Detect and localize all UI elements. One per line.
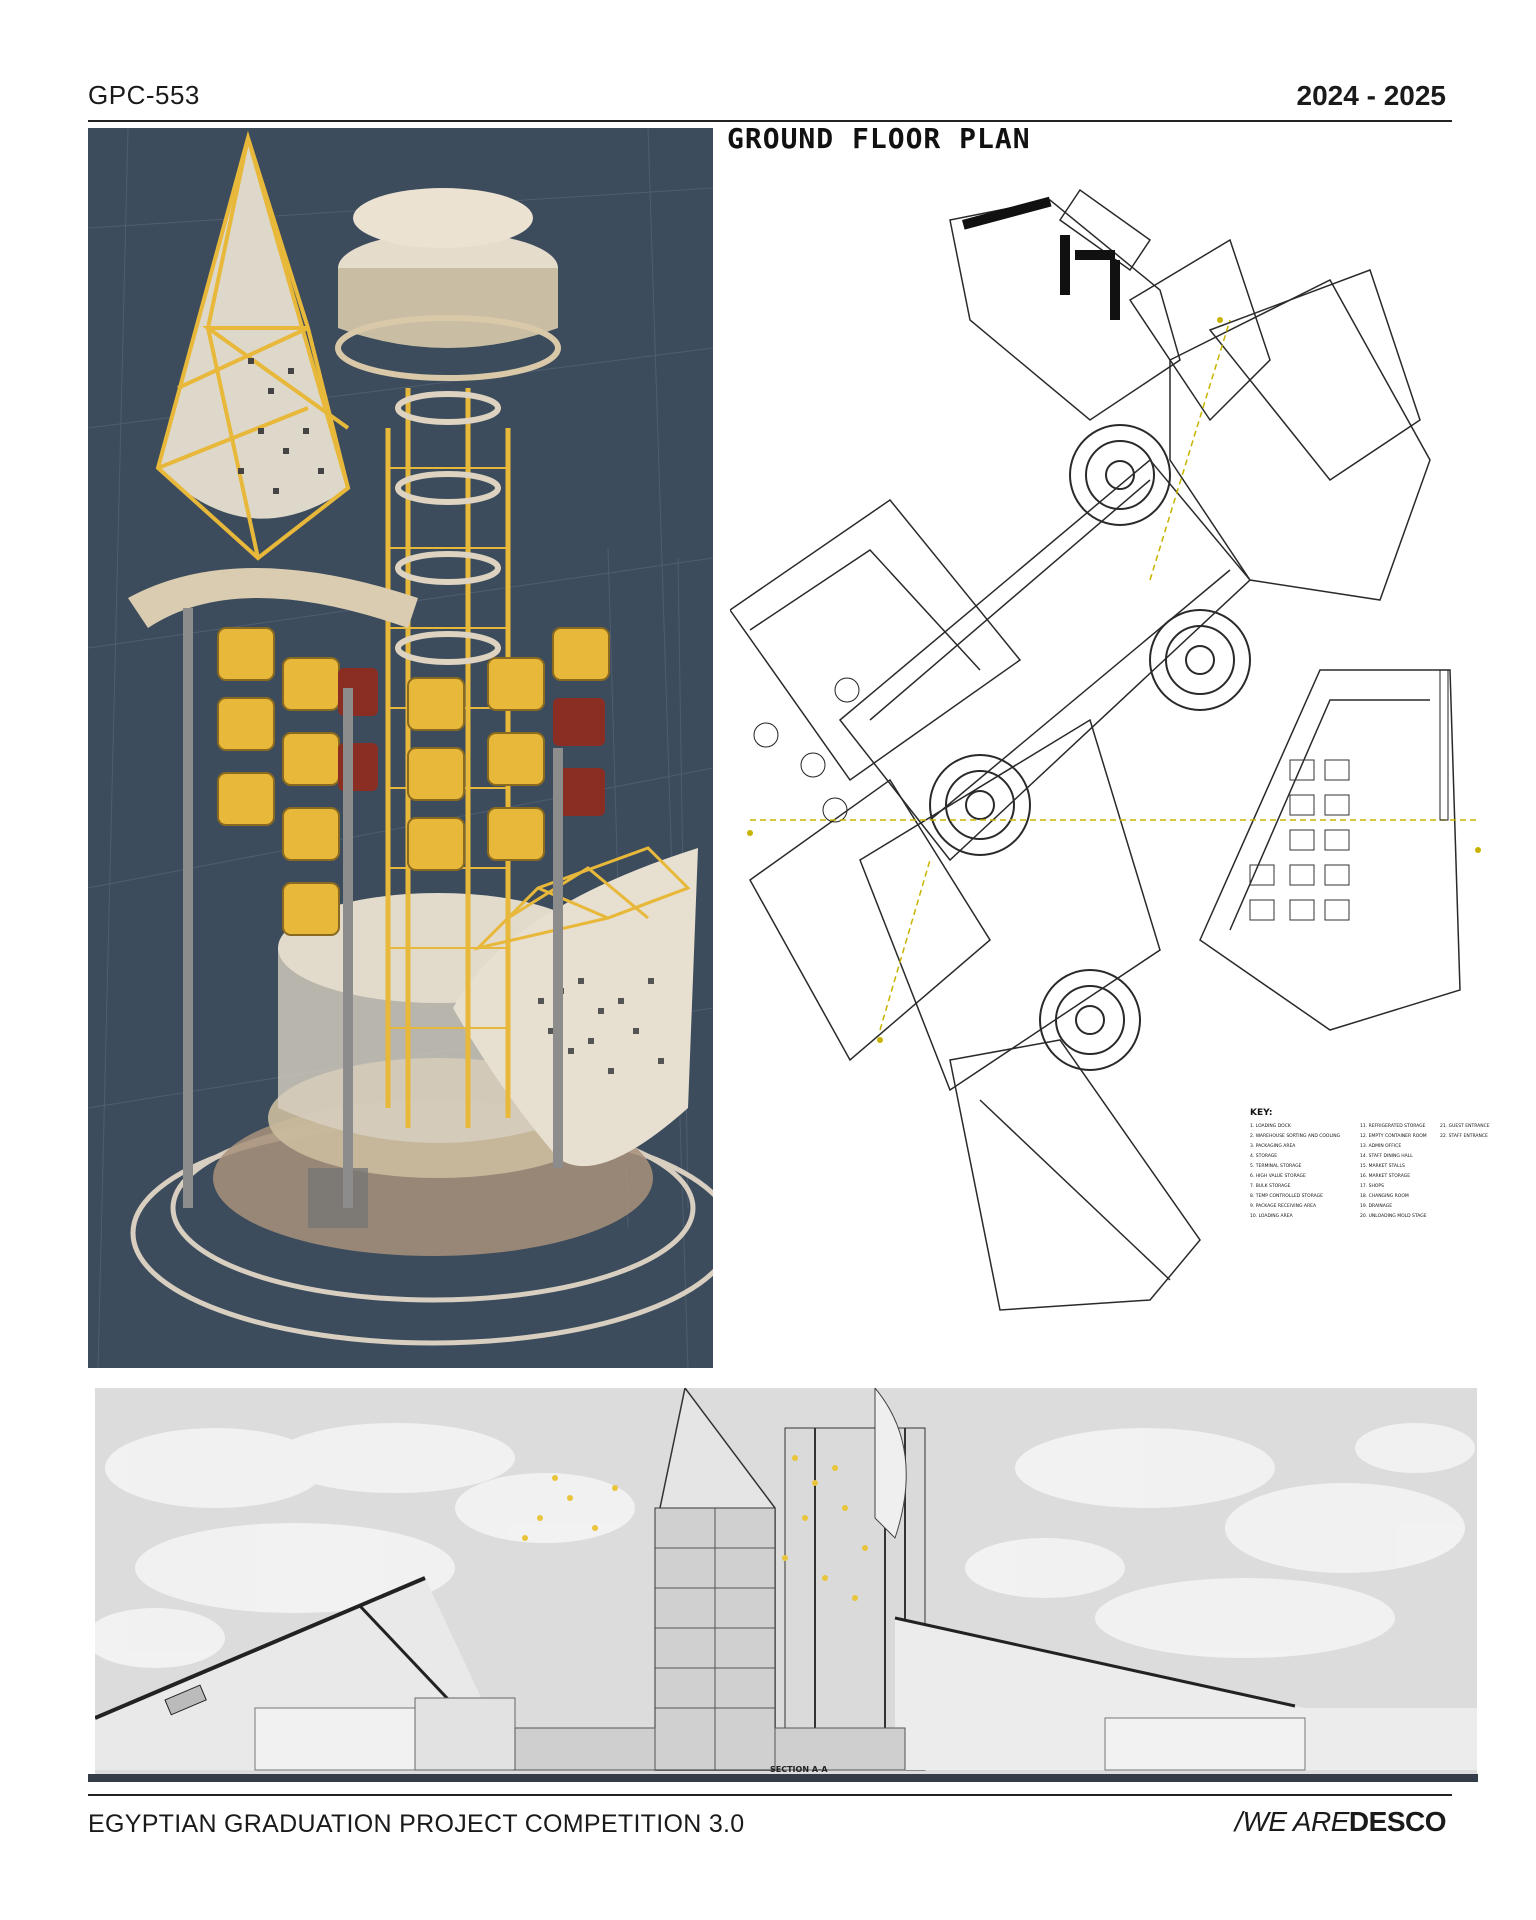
axonometric-illustration	[88, 128, 713, 1368]
brand-logo: /WE AREDESCO	[1234, 1806, 1447, 1838]
key-item: 17. SHOPS	[1360, 1184, 1384, 1189]
key-item: 18. CHANGING ROOM	[1360, 1194, 1409, 1199]
key-item: 21. GUEST ENTRANCE	[1440, 1124, 1490, 1129]
floor-plan-drawing	[728, 188, 1481, 1311]
section-illustration	[95, 1388, 1477, 1772]
plan-title: GROUND FLOOR PLAN	[727, 122, 1031, 155]
ground-floor-plan	[728, 160, 1490, 1360]
key-item: 14. STAFF DINING HALL	[1360, 1154, 1413, 1159]
header-divider	[88, 120, 1452, 122]
key-item: 10. LOADING AREA	[1250, 1214, 1293, 1219]
competition-name: EGYPTIAN GRADUATION PROJECT COMPETITION …	[88, 1810, 745, 1838]
plan-key: KEY: 1. LOADING DOCK 2. WAREHOUSE SORTIN…	[1250, 1108, 1500, 1258]
exploded-axonometric-render	[88, 128, 713, 1368]
brand-we-are: WE ARE	[1242, 1806, 1350, 1837]
footer-divider	[88, 1794, 1452, 1796]
key-column-2: 11. REFRIGERATED STORAGE 12. EMPTY CONTA…	[1360, 1124, 1427, 1224]
key-item: 8. TEMP CONTROLLED STORAGE	[1250, 1194, 1323, 1199]
project-code: GPC-553	[88, 80, 200, 110]
section-label: SECTION A-A	[770, 1765, 828, 1774]
key-item: 7. BULK STORAGE	[1250, 1184, 1291, 1189]
key-item: 15. MARKET STALLS	[1360, 1164, 1405, 1169]
key-item: 5. TERMINAL STORAGE	[1250, 1164, 1302, 1169]
key-item: 2. WAREHOUSE SORTING AND COOLING	[1250, 1134, 1341, 1139]
key-item: 13. ADMIN OFFICE	[1360, 1144, 1402, 1149]
brand-desco: DESCO	[1348, 1806, 1447, 1837]
brand-slash: /	[1234, 1806, 1243, 1837]
key-item: 9. PACKAGE RECEIVING AREA	[1250, 1204, 1317, 1209]
section-ground-line	[88, 1774, 1478, 1782]
key-item: 20. UNLOADING MOLD STAGE	[1360, 1214, 1427, 1219]
key-item: 12. EMPTY CONTAINER ROOM	[1360, 1134, 1427, 1139]
key-item: 16. MARKET STORAGE	[1360, 1174, 1411, 1179]
key-title: KEY:	[1250, 1108, 1273, 1118]
key-item: 19. DRAINAGE	[1360, 1204, 1393, 1209]
key-column-1: 1. LOADING DOCK 2. WAREHOUSE SORTING AND…	[1250, 1124, 1340, 1224]
key-item: 3. PACKAGING AREA	[1250, 1144, 1296, 1149]
key-item: 22. STAFF ENTRANCE	[1440, 1134, 1488, 1139]
key-item: 6. HIGH VALUE STORAGE	[1250, 1174, 1306, 1179]
key-column-3: 21. GUEST ENTRANCE 22. STAFF ENTRANCE	[1440, 1124, 1490, 1144]
key-item: 11. REFRIGERATED STORAGE	[1360, 1124, 1426, 1129]
key-item: 4. STORAGE	[1250, 1154, 1278, 1159]
key-item: 1. LOADING DOCK	[1250, 1124, 1291, 1129]
project-years: 2024 - 2025	[1296, 80, 1446, 111]
section-drawing	[95, 1388, 1477, 1778]
